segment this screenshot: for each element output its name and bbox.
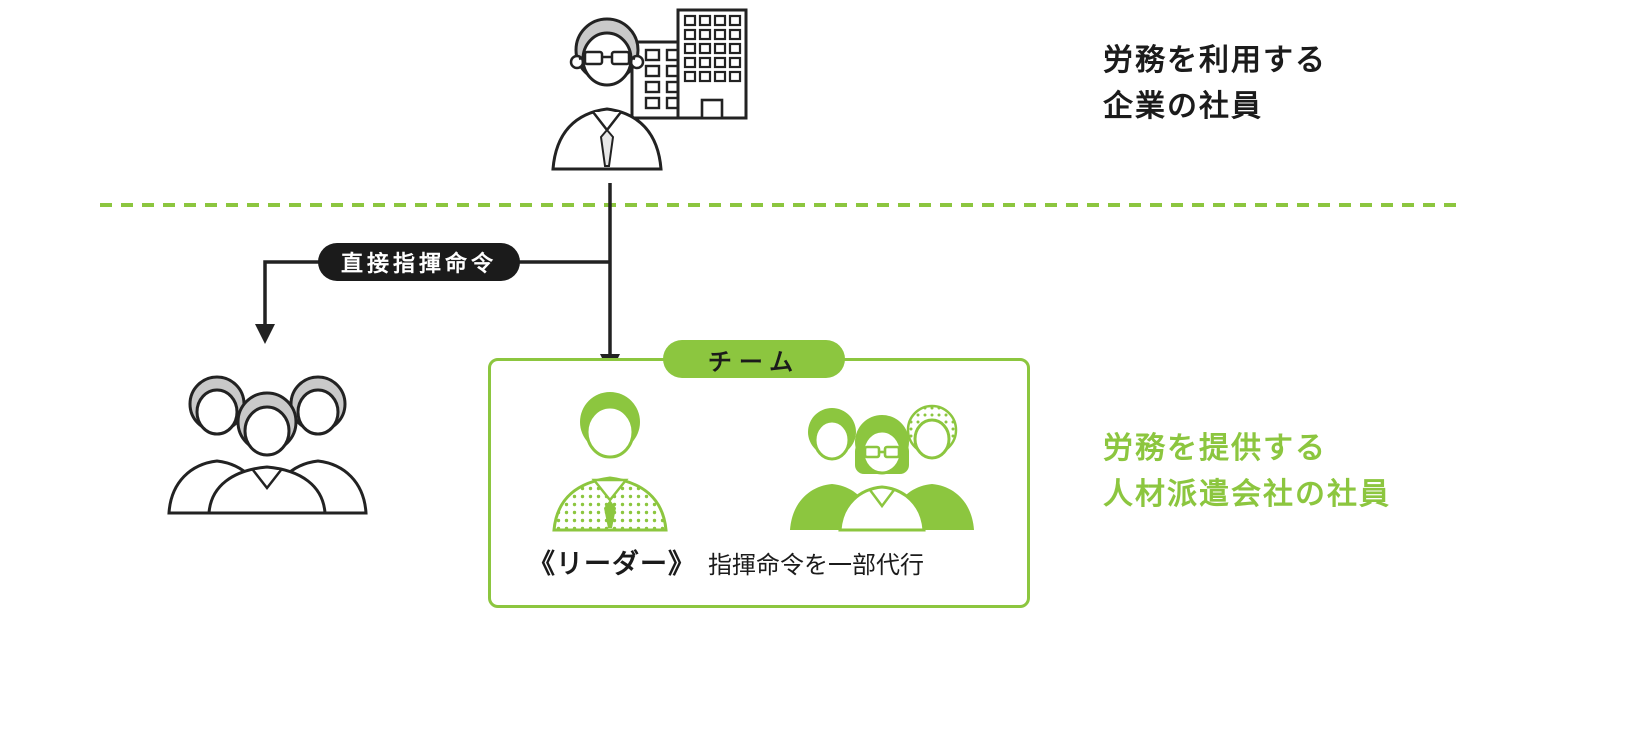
team-box <box>488 358 1030 608</box>
company-employee-label: 労務を利用する 企業の社員 <box>1103 38 1327 130</box>
label-line: 企業の社員 <box>1103 90 1263 123</box>
team-members-icon <box>790 392 975 532</box>
glasses-icon <box>863 445 901 459</box>
leader-caption-text: 指揮命令を一部代行 <box>708 552 924 579</box>
worker-front <box>207 391 327 515</box>
label-line: 労務を利用する <box>1103 44 1327 77</box>
team-badge: チーム <box>663 340 845 378</box>
team-leader-icon <box>540 382 680 532</box>
member-back-left <box>790 408 874 530</box>
direct-workers-icon <box>165 355 370 515</box>
glasses-icon <box>578 50 636 66</box>
leader-caption: 《リーダー》 指揮命令を一部代行 <box>528 542 924 581</box>
direct-command-pill: 直接指揮命令 <box>318 243 520 281</box>
worker-back-right <box>268 375 368 515</box>
direct-command-label: 直接指揮命令 <box>340 251 497 276</box>
team-badge-label: チーム <box>707 348 801 376</box>
down-arrow <box>600 183 620 374</box>
building-icon <box>630 8 748 120</box>
label-line: 人材派遣会社の社員 <box>1103 478 1391 511</box>
member-front-woman <box>838 415 926 532</box>
label-line: 労務を提供する <box>1103 432 1327 465</box>
businessman-icon <box>551 17 663 171</box>
leader-label: 《リーダー》 <box>528 549 696 579</box>
company-employee-icon <box>550 6 755 171</box>
dispatch-employee-label: 労務を提供する 人材派遣会社の社員 <box>1103 426 1391 518</box>
